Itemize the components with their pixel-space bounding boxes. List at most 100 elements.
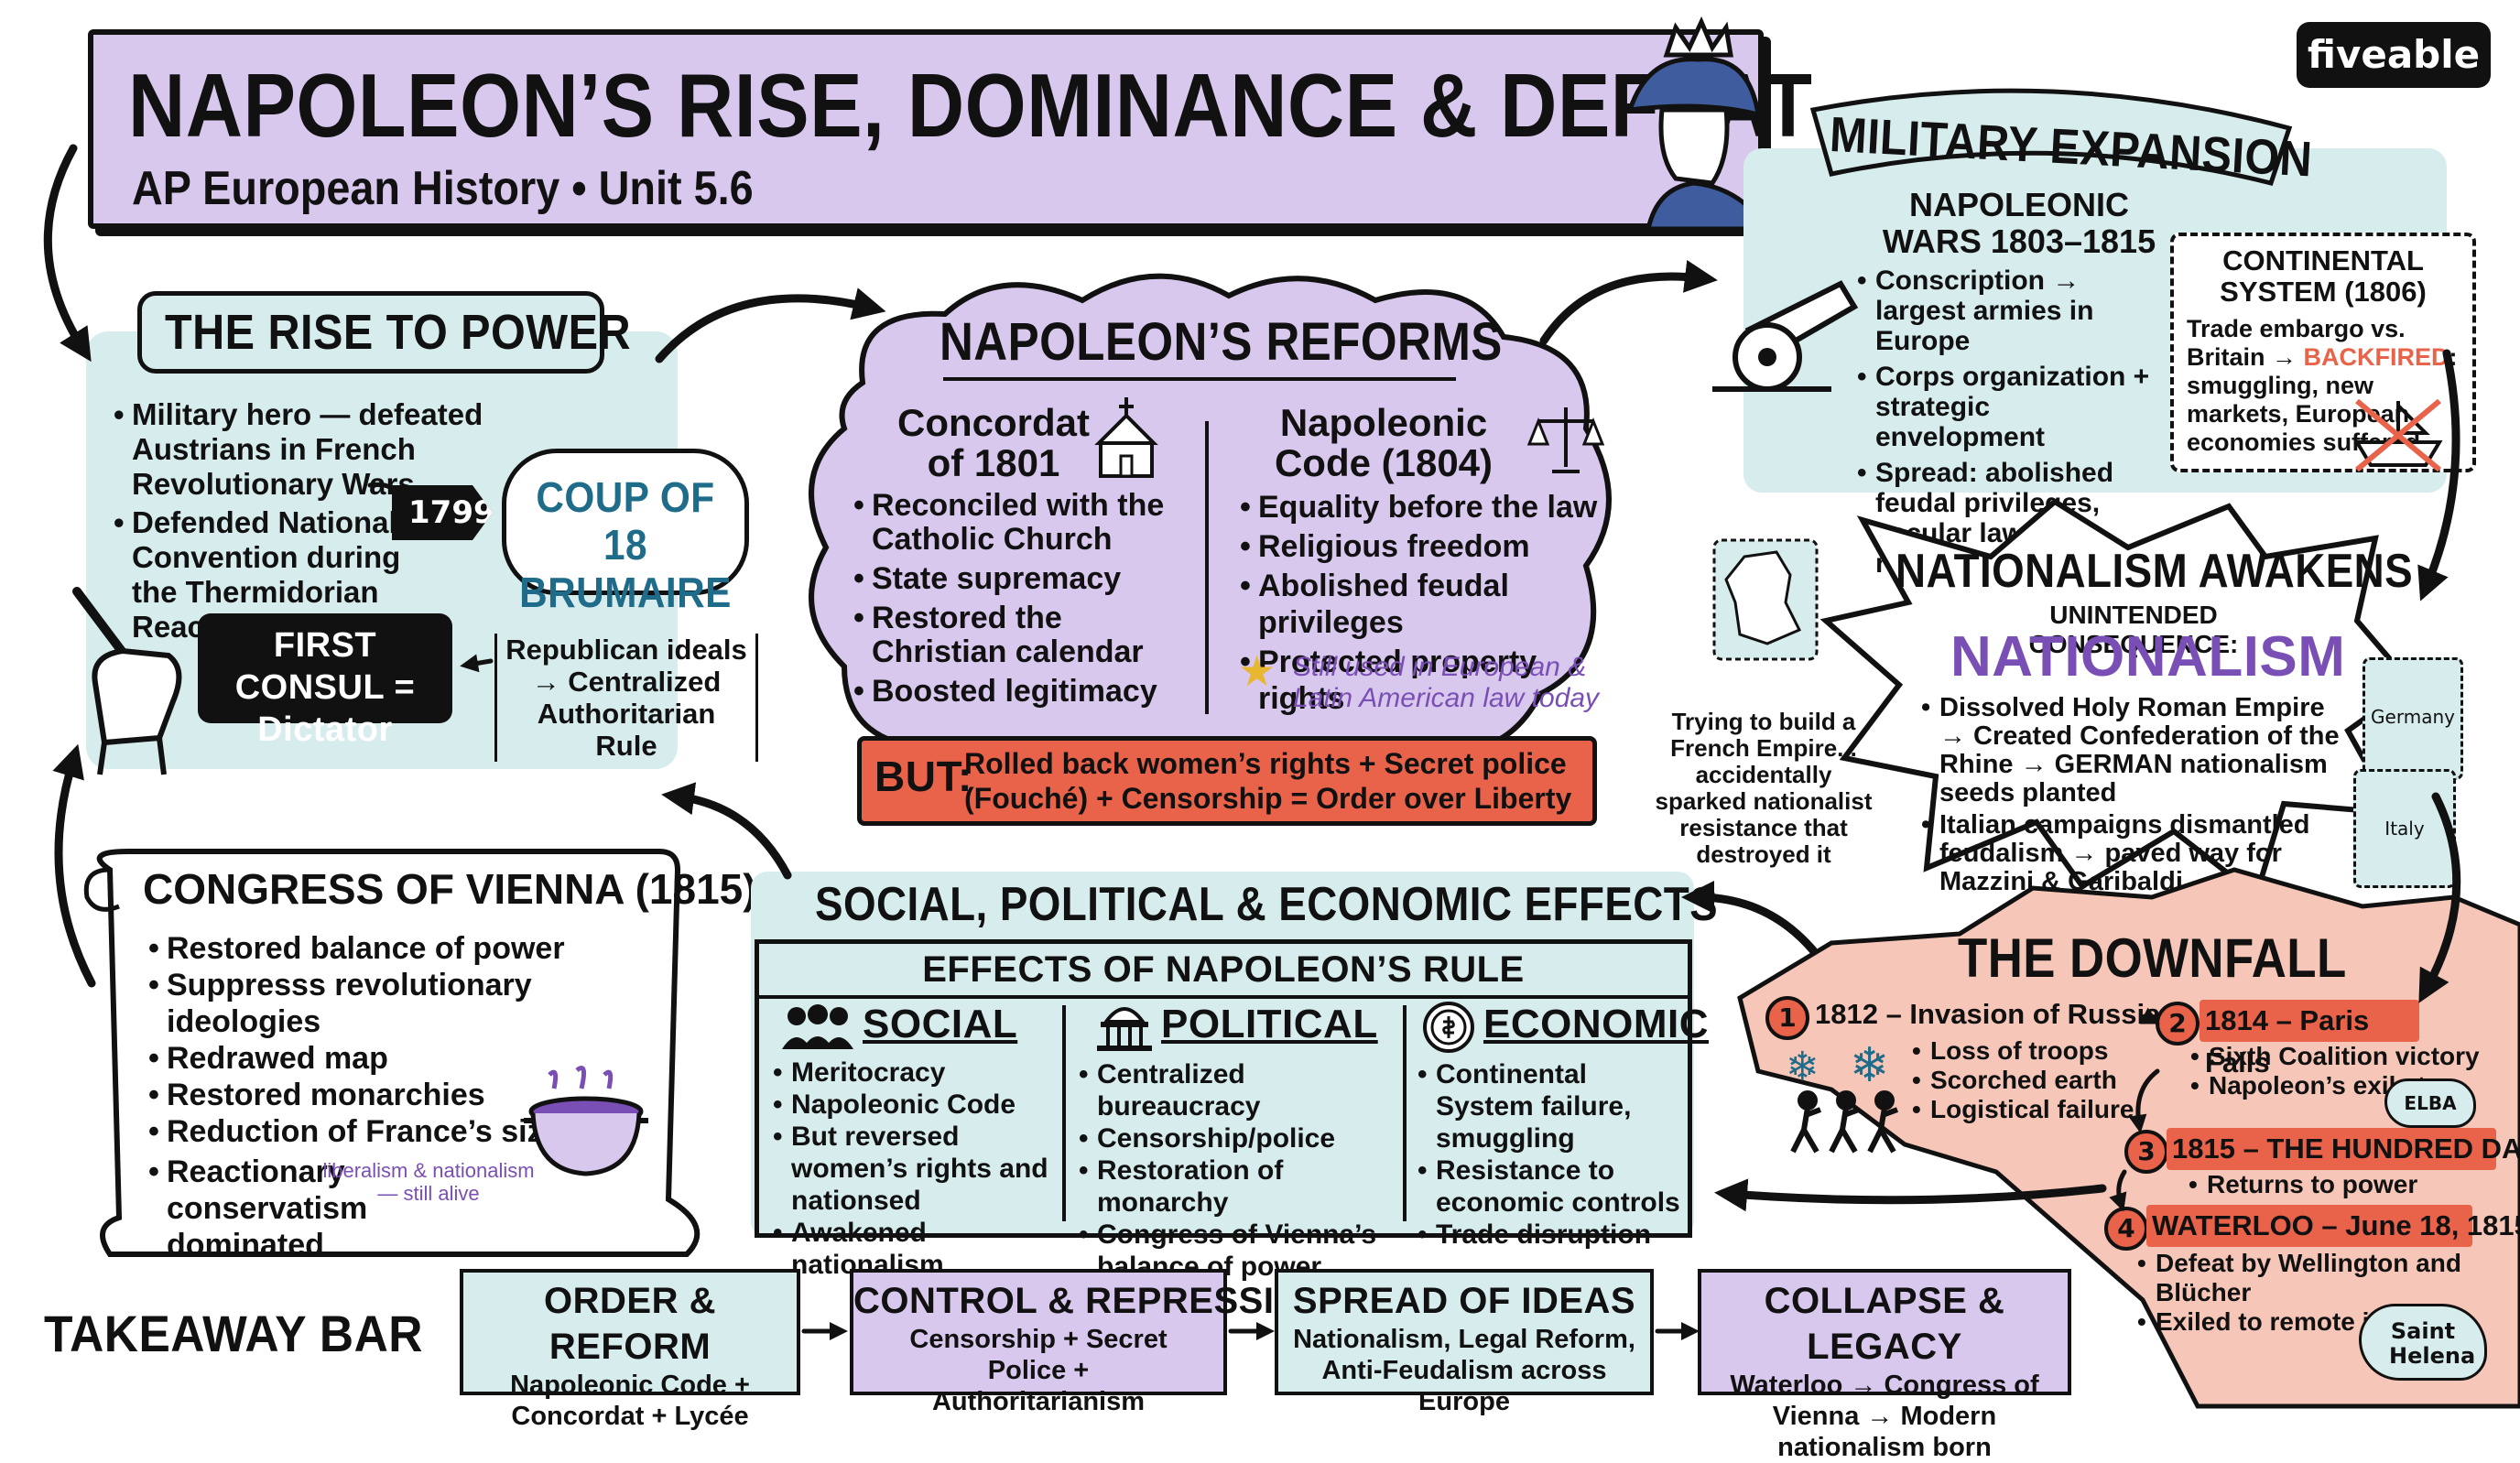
takeaway-box-title: SPREAD OF IDEAS bbox=[1292, 1281, 1636, 1321]
vienna-item: Reduction of France’s size bbox=[147, 1113, 623, 1150]
rise-item: Military hero — defeated Austrians in Fr… bbox=[112, 397, 608, 502]
saint-helena-label: Saint Helena bbox=[2389, 1318, 2476, 1369]
coup-bubble: COUP OF 18 BRUMAIRE bbox=[502, 449, 749, 616]
nationalism-big: NATIONALISM bbox=[1950, 625, 2346, 688]
step1-item: Loss of troops bbox=[1910, 1036, 2148, 1066]
takeaway-label: TAKEAWAY BAR bbox=[44, 1305, 423, 1362]
concordat-item: Restored the Christian calendar bbox=[852, 601, 1200, 669]
backfired-label: BACKFIRED bbox=[2303, 343, 2449, 371]
reforms-title: NAPOLEON’S REFORMS bbox=[940, 312, 1503, 372]
vienna-item: Restored balance of power bbox=[147, 930, 623, 967]
social-item: Napoleonic Code bbox=[771, 1089, 1064, 1121]
step3-item: Returns to power bbox=[2187, 1170, 2461, 1199]
step1-number: 1 bbox=[1765, 996, 1809, 1040]
snowflake-icon: ❄ bbox=[1786, 1044, 1819, 1090]
but-box: BUT: Rolled back women’s rights + Secret… bbox=[857, 736, 1597, 826]
economic-title: ECONOMIC bbox=[1483, 1002, 1709, 1046]
military-item: Conscription → largest armies in Europe bbox=[1855, 266, 2157, 356]
flow-arrows bbox=[43, 144, 2461, 1340]
code-item: Equality before the law bbox=[1238, 489, 1623, 526]
concordat-title: Concordat of 1801 bbox=[897, 401, 1090, 484]
effects-subtitle: EFFECTS OF NAPOLEON’S RULE bbox=[759, 944, 1688, 999]
napoleon-portrait-icon bbox=[1626, 16, 1772, 232]
takeaway-box-title: CONTROL & REPRESSION bbox=[853, 1281, 1331, 1321]
continental-title: CONTINENTAL SYSTEM (1806) bbox=[2220, 244, 2427, 308]
political-item: Censorship/police bbox=[1077, 1122, 1388, 1154]
ship-crossed-icon bbox=[2353, 398, 2443, 472]
economic-item: Resistance to economic controls bbox=[1416, 1154, 1690, 1219]
wars-title: NAPOLEONIC WARS 1803–1815 bbox=[1882, 186, 2156, 260]
rise-list: Military hero — defeated Austrians in Fr… bbox=[112, 397, 625, 645]
nationalism-item: Dissolved Holy Roman Empire → Created Co… bbox=[1919, 694, 2350, 807]
nationalism-side-note: Trying to build a French Empire... accid… bbox=[1655, 708, 1873, 868]
code-title: Napoleonic Code (1804) bbox=[1274, 401, 1494, 484]
step1-list: Loss of troops Scorched earth Logistical… bbox=[1910, 1036, 2148, 1124]
economic-list: Continental System failure, smuggling Re… bbox=[1416, 1058, 1690, 1251]
step2-list: Sixth Coalition victory Napoleon’s exile… bbox=[2189, 1042, 2491, 1100]
military-banner bbox=[1809, 88, 2293, 186]
code-list: Equality before the law Religious freedo… bbox=[1238, 489, 1623, 717]
takeaway-box: ORDER & REFORM Napoleonic Code + Concord… bbox=[460, 1269, 800, 1431]
code-item: Abolished feudal privileges bbox=[1238, 568, 1623, 641]
vienna-list: Restored balance of power Suppresss revo… bbox=[147, 930, 623, 1263]
nationalism-subtitle: UNINTENDED CONSEQUENCE: bbox=[2028, 601, 2239, 658]
year-1799-tag: 1799 bbox=[392, 485, 493, 540]
takeaway-box-text: Nationalism, Legal Reform, Anti-Feudalis… bbox=[1293, 1325, 1635, 1416]
raised-fist-icon bbox=[72, 587, 182, 775]
takeaway-box-text: Censorship + Secret Police + Authoritari… bbox=[909, 1325, 1168, 1416]
takeaway-box: CONTROL & REPRESSION Censorship + Secret… bbox=[850, 1269, 1331, 1416]
step4-label: WATERLOO – June 18, 1815 bbox=[2152, 1209, 2520, 1241]
downfall-title: THE DOWNFALL bbox=[1958, 927, 2347, 989]
marching-soldiers-icon bbox=[1790, 1090, 1899, 1154]
takeaway-box: SPREAD OF IDEAS Nationalism, Legal Refor… bbox=[1275, 1269, 1654, 1416]
capitol-icon bbox=[1097, 1007, 1152, 1051]
saint-helena-island: Saint Helena bbox=[2359, 1304, 2487, 1381]
boiling-pot-icon bbox=[524, 1066, 648, 1176]
effects-divider-1 bbox=[1062, 1005, 1066, 1221]
fiveable-logo: fiveable bbox=[2297, 22, 2491, 88]
star-icon: ★ bbox=[1238, 646, 1276, 696]
political-title: POLITICAL bbox=[1161, 1002, 1378, 1046]
step1-label: 1812 – Invasion of Russia bbox=[1815, 998, 2161, 1030]
reforms-title-underline bbox=[943, 377, 1456, 381]
elba-label: ELBA bbox=[2404, 1092, 2457, 1114]
nationalism-title: NATIONALISM AWAKENS bbox=[1895, 545, 2414, 598]
military-item: Corps organization + strategic envelopme… bbox=[1855, 362, 2157, 452]
rise-item: Defended National Convention during the … bbox=[112, 505, 443, 645]
snowflake-icon: ❄ bbox=[1850, 1038, 1890, 1093]
church-icon bbox=[1094, 397, 1158, 478]
year-1799-text: 1799 bbox=[408, 494, 495, 531]
effects-divider-2 bbox=[1403, 1005, 1407, 1221]
concordat-list: Reconciled with the Catholic Church Stat… bbox=[852, 489, 1200, 710]
political-item: Restoration of monarchy bbox=[1077, 1154, 1388, 1219]
people-icon bbox=[782, 1004, 853, 1049]
scales-icon bbox=[1526, 407, 1605, 473]
germany-map-label: Germany bbox=[2371, 706, 2455, 728]
step3-label-box: 1815 – THE HUNDRED DAYS bbox=[2167, 1128, 2520, 1170]
but-text: Rolled back women’s rights + Secret poli… bbox=[964, 747, 1572, 815]
vienna-item: Suppresss revolutionary ideologies bbox=[147, 967, 623, 1040]
title-banner: NAPOLEON’S RISE, DOMINANCE & DEFEAT AP E… bbox=[88, 29, 1812, 229]
economic-item: Continental System failure, smuggling bbox=[1416, 1058, 1690, 1154]
italy-map-box: Italy bbox=[2353, 769, 2456, 888]
takeaway-box: COLLAPSE & LEGACY Waterloo → Congress of… bbox=[1698, 1269, 2071, 1462]
takeaway-box-title: COLLAPSE & LEGACY bbox=[1764, 1281, 2005, 1367]
pot-note: liberalism & nationalism — still alive bbox=[322, 1159, 535, 1205]
economic-item: Trade disruption bbox=[1416, 1219, 1690, 1251]
step4-item: Defeat by Wellington and Blücher bbox=[2135, 1249, 2520, 1307]
coin-icon bbox=[1423, 1002, 1474, 1053]
italy-map-label: Italy bbox=[2384, 818, 2425, 840]
nationalism-list: Dissolved Holy Roman Empire → Created Co… bbox=[1919, 694, 2350, 896]
takeaway-box-text: Waterloo → Congress of Vienna → Modern n… bbox=[1730, 1371, 2039, 1462]
rise-title-box: THE RISE TO POWER bbox=[137, 291, 632, 374]
step4-list: Defeat by Wellington and Blücher Exiled … bbox=[2135, 1249, 2520, 1337]
germany-map-small-icon bbox=[1712, 538, 1819, 661]
vienna-item: Restored monarchies bbox=[147, 1077, 623, 1113]
rise-title: THE RISE TO POWER bbox=[165, 305, 632, 360]
vienna-item: Redrawed map bbox=[147, 1040, 623, 1077]
fiveable-logo-text: fiveable bbox=[2307, 32, 2481, 77]
code-note: Still used in European & Latin American … bbox=[1293, 652, 1600, 713]
step3-label: 1815 – THE HUNDRED DAYS bbox=[2172, 1132, 2520, 1165]
step1-item: Logistical failure bbox=[1910, 1095, 2148, 1124]
continental-text: Trade embargo vs. Britain → BACKFIRED: s… bbox=[2174, 308, 2472, 457]
